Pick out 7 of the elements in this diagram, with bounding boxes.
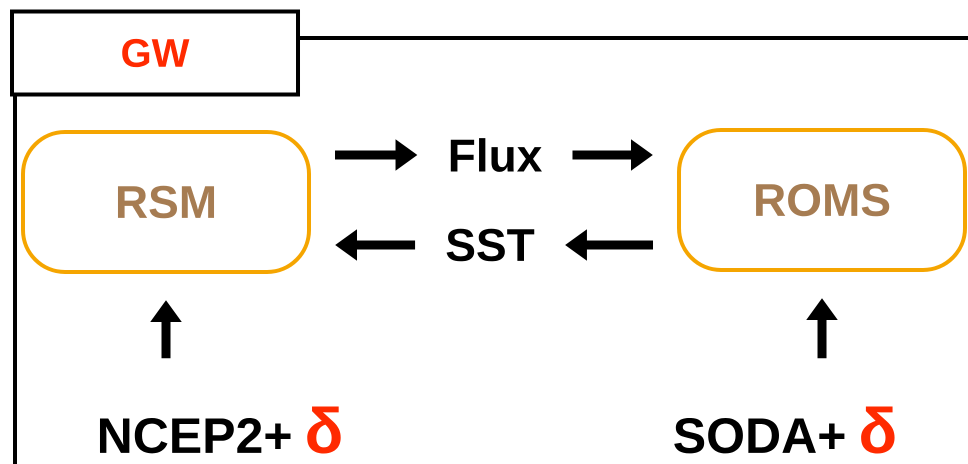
model-box: RSM bbox=[21, 130, 311, 274]
forcing-label: NCEP2+ δ bbox=[100, 406, 341, 454]
forcing-label: SODA+ δ bbox=[674, 406, 895, 454]
exchange-label: SST bbox=[446, 228, 534, 262]
tab-label: GW bbox=[10, 10, 300, 96]
exchange-label: Flux bbox=[450, 138, 542, 172]
model-box: ROMS bbox=[677, 128, 967, 272]
